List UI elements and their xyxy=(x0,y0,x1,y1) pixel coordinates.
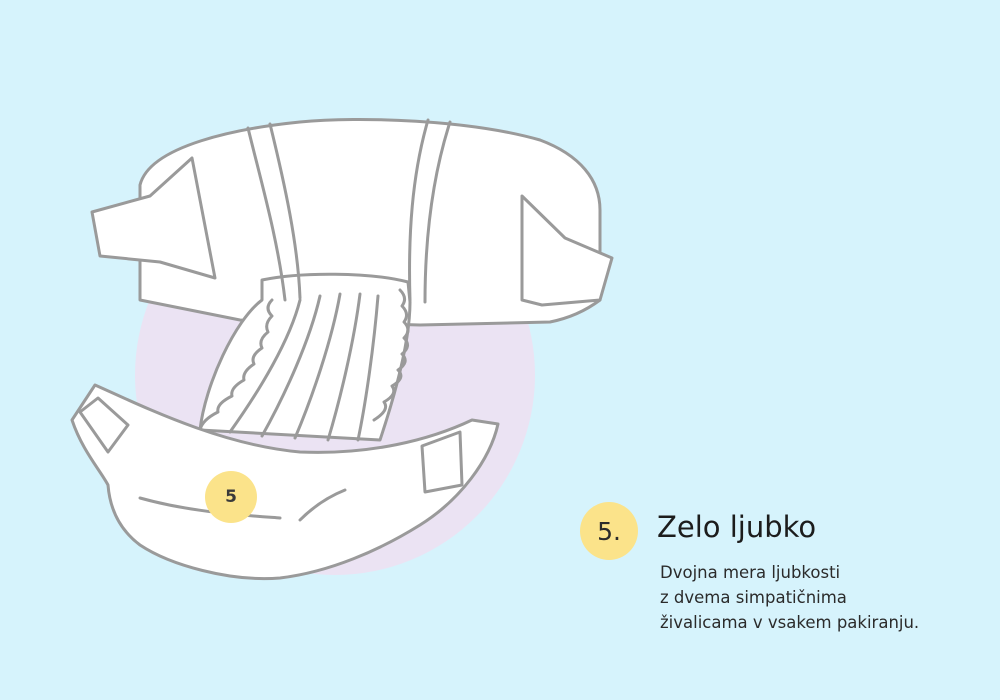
feature-description-line: z dvema simpatičnima xyxy=(660,588,847,607)
diaper-core-channels xyxy=(228,292,380,442)
feature-number-badge: 5. xyxy=(580,502,638,560)
diaper-left-tab xyxy=(90,156,217,280)
diaper-front-left-tab xyxy=(78,396,130,454)
diaper-right-cuff xyxy=(372,288,410,422)
diaper-icon xyxy=(70,117,614,581)
feature-description-line: živalicama v vsakem pakiranju. xyxy=(660,613,920,632)
diaper-back-waistband xyxy=(138,117,602,327)
diaper-right-tab xyxy=(520,194,614,307)
diaper-fold-lines xyxy=(246,118,452,304)
diaper-marker-5: 5 xyxy=(205,471,257,523)
diaper-left-cuff xyxy=(198,298,274,432)
feature-description: Dvojna mera ljubkosti z dvema simpatični… xyxy=(660,560,970,635)
feature-title: Zelo ljubko xyxy=(657,510,817,544)
diaper-front-panel xyxy=(70,383,500,581)
diaper-front-right-tab xyxy=(420,430,464,494)
feature-description-line: Dvojna mera ljubkosti xyxy=(660,563,841,582)
